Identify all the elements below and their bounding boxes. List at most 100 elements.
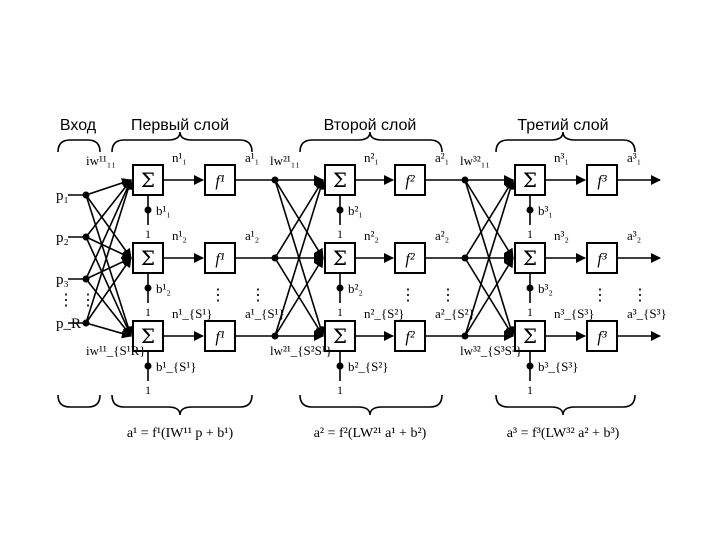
input-bottom-brace (57, 394, 101, 408)
layer1-equation: a¹ = f¹(IW¹¹ p + b¹) (127, 426, 234, 441)
input-label: p₁ (56, 188, 69, 204)
weight-connection (274, 179, 326, 337)
net-input-label: n³₂ (554, 228, 569, 243)
transfer-box (204, 164, 236, 196)
layer-vdots: ⋮ (632, 285, 648, 304)
output-label: a³₁ (627, 150, 641, 165)
transfer-box (394, 320, 426, 352)
weight-connection (85, 257, 132, 324)
net-input-label: n²_{S²} (364, 306, 405, 321)
layer2-equation: a² = f²(LW²¹ a¹ + b²) (314, 426, 427, 441)
weight-connection (85, 236, 132, 259)
net-input-label: n²₂ (364, 228, 379, 243)
weight-top-label: lw³²₁₁ (460, 153, 490, 168)
network-graph: p₁p₂p₃p_R⋮⋮Σn¹₁f¹a¹₁b¹₁1Σn¹₂f¹a¹₂b¹₂1Σn¹… (56, 150, 667, 397)
transfer-function-label: f² (405, 251, 415, 268)
transfer-function-label: f³ (597, 329, 606, 346)
input-vdots: ⋮ (58, 290, 74, 309)
transfer-function-label: f² (405, 173, 415, 190)
output-label: a¹_{S¹} (245, 306, 285, 321)
layer-vdots: ⋮ (400, 285, 416, 304)
bias-label: b²₂ (348, 281, 363, 296)
transfer-function-label: f¹ (215, 329, 224, 346)
weight-connection (85, 194, 134, 337)
weight-connection (85, 278, 132, 337)
weight-connection (85, 236, 132, 337)
bias-input-label: 1 (527, 227, 533, 241)
weight-connection (464, 257, 514, 337)
layer2-top-brace (299, 131, 443, 153)
bias-label: b³₂ (538, 281, 553, 296)
net-input-label: n¹₂ (172, 228, 187, 243)
bias-label: b¹₂ (156, 281, 171, 296)
input-header: Вход (60, 117, 97, 134)
bias-input-label: 1 (527, 383, 533, 397)
output-label: a³_{S³} (627, 306, 667, 321)
layer-vdots: ⋮ (592, 285, 608, 304)
transfer-box (394, 164, 426, 196)
bias-input-label: 1 (337, 227, 343, 241)
bias-label: b³_{S³} (538, 359, 579, 374)
bias-input-label: 1 (337, 383, 343, 397)
weight-top-label: iw¹¹₁₁ (86, 153, 116, 168)
bias-node (336, 362, 344, 370)
layer3-equation: a³ = f³(LW³² a² + b³) (507, 426, 620, 441)
output-label: a²₁ (435, 150, 449, 165)
layer2-header: Второй слой (324, 117, 417, 134)
bias-node (144, 284, 152, 292)
sum-symbol: Σ (333, 324, 347, 348)
output-label: a²_{S²} (435, 306, 475, 321)
bias-input-label: 1 (145, 227, 151, 241)
bias-node (336, 206, 344, 214)
weight-connection (85, 194, 132, 259)
output-label: a²₂ (435, 228, 449, 243)
transfer-box (394, 242, 426, 274)
weight-connection (464, 179, 516, 337)
weight-connection (274, 257, 324, 337)
bias-label: b²₁ (348, 203, 363, 218)
transfer-function-label: f¹ (215, 173, 224, 190)
net-input-label: n³₁ (554, 150, 569, 165)
sum-box (132, 242, 164, 274)
sum-symbol: Σ (141, 168, 155, 192)
weight-bottom-label: iw¹¹_{S¹R} (86, 343, 146, 358)
transfer-function-label: f¹ (215, 251, 224, 268)
bias-label: b²_{S²} (348, 359, 389, 374)
output-label: a¹₁ (245, 150, 259, 165)
weight-connection (85, 179, 134, 324)
weight-connection (85, 179, 132, 280)
net-input-label: n³_{S³} (554, 306, 595, 321)
weight-top-label: lw²¹₁₁ (270, 153, 300, 168)
bias-node (144, 362, 152, 370)
bias-label: b¹₁ (156, 203, 171, 218)
bias-input-label: 1 (527, 305, 533, 319)
weight-bottom-label: lw³²_{S³S²} (460, 343, 522, 358)
weight-connection (464, 179, 514, 259)
layer3-top-brace (495, 131, 636, 153)
net-input-label: n²₁ (364, 150, 379, 165)
transfer-function-label: f³ (597, 173, 606, 190)
layer-vdots: ⋮ (440, 285, 456, 304)
sum-symbol: Σ (333, 246, 347, 270)
sum-symbol: Σ (141, 246, 155, 270)
bias-node (526, 206, 534, 214)
layer-vdots: ⋮ (250, 285, 266, 304)
layer3-bottom-brace (495, 394, 636, 416)
transfer-box (586, 164, 618, 196)
layer1-bottom-brace (111, 394, 253, 416)
bias-node (526, 284, 534, 292)
net-input-label: n¹_{S¹} (172, 306, 213, 321)
net-input-label: n¹₁ (172, 150, 187, 165)
layer-vdots: ⋮ (210, 285, 226, 304)
input-label: p_R (56, 316, 81, 332)
transfer-box (204, 320, 236, 352)
bias-node (526, 362, 534, 370)
layer1-top-brace (111, 131, 253, 153)
sum-symbol: Σ (523, 324, 537, 348)
bias-input-label: 1 (145, 383, 151, 397)
bias-input-label: 1 (337, 305, 343, 319)
transfer-function-label: f³ (597, 251, 606, 268)
layer1-header: Первый слой (131, 117, 229, 134)
layer3-header: Третий слой (517, 117, 608, 134)
